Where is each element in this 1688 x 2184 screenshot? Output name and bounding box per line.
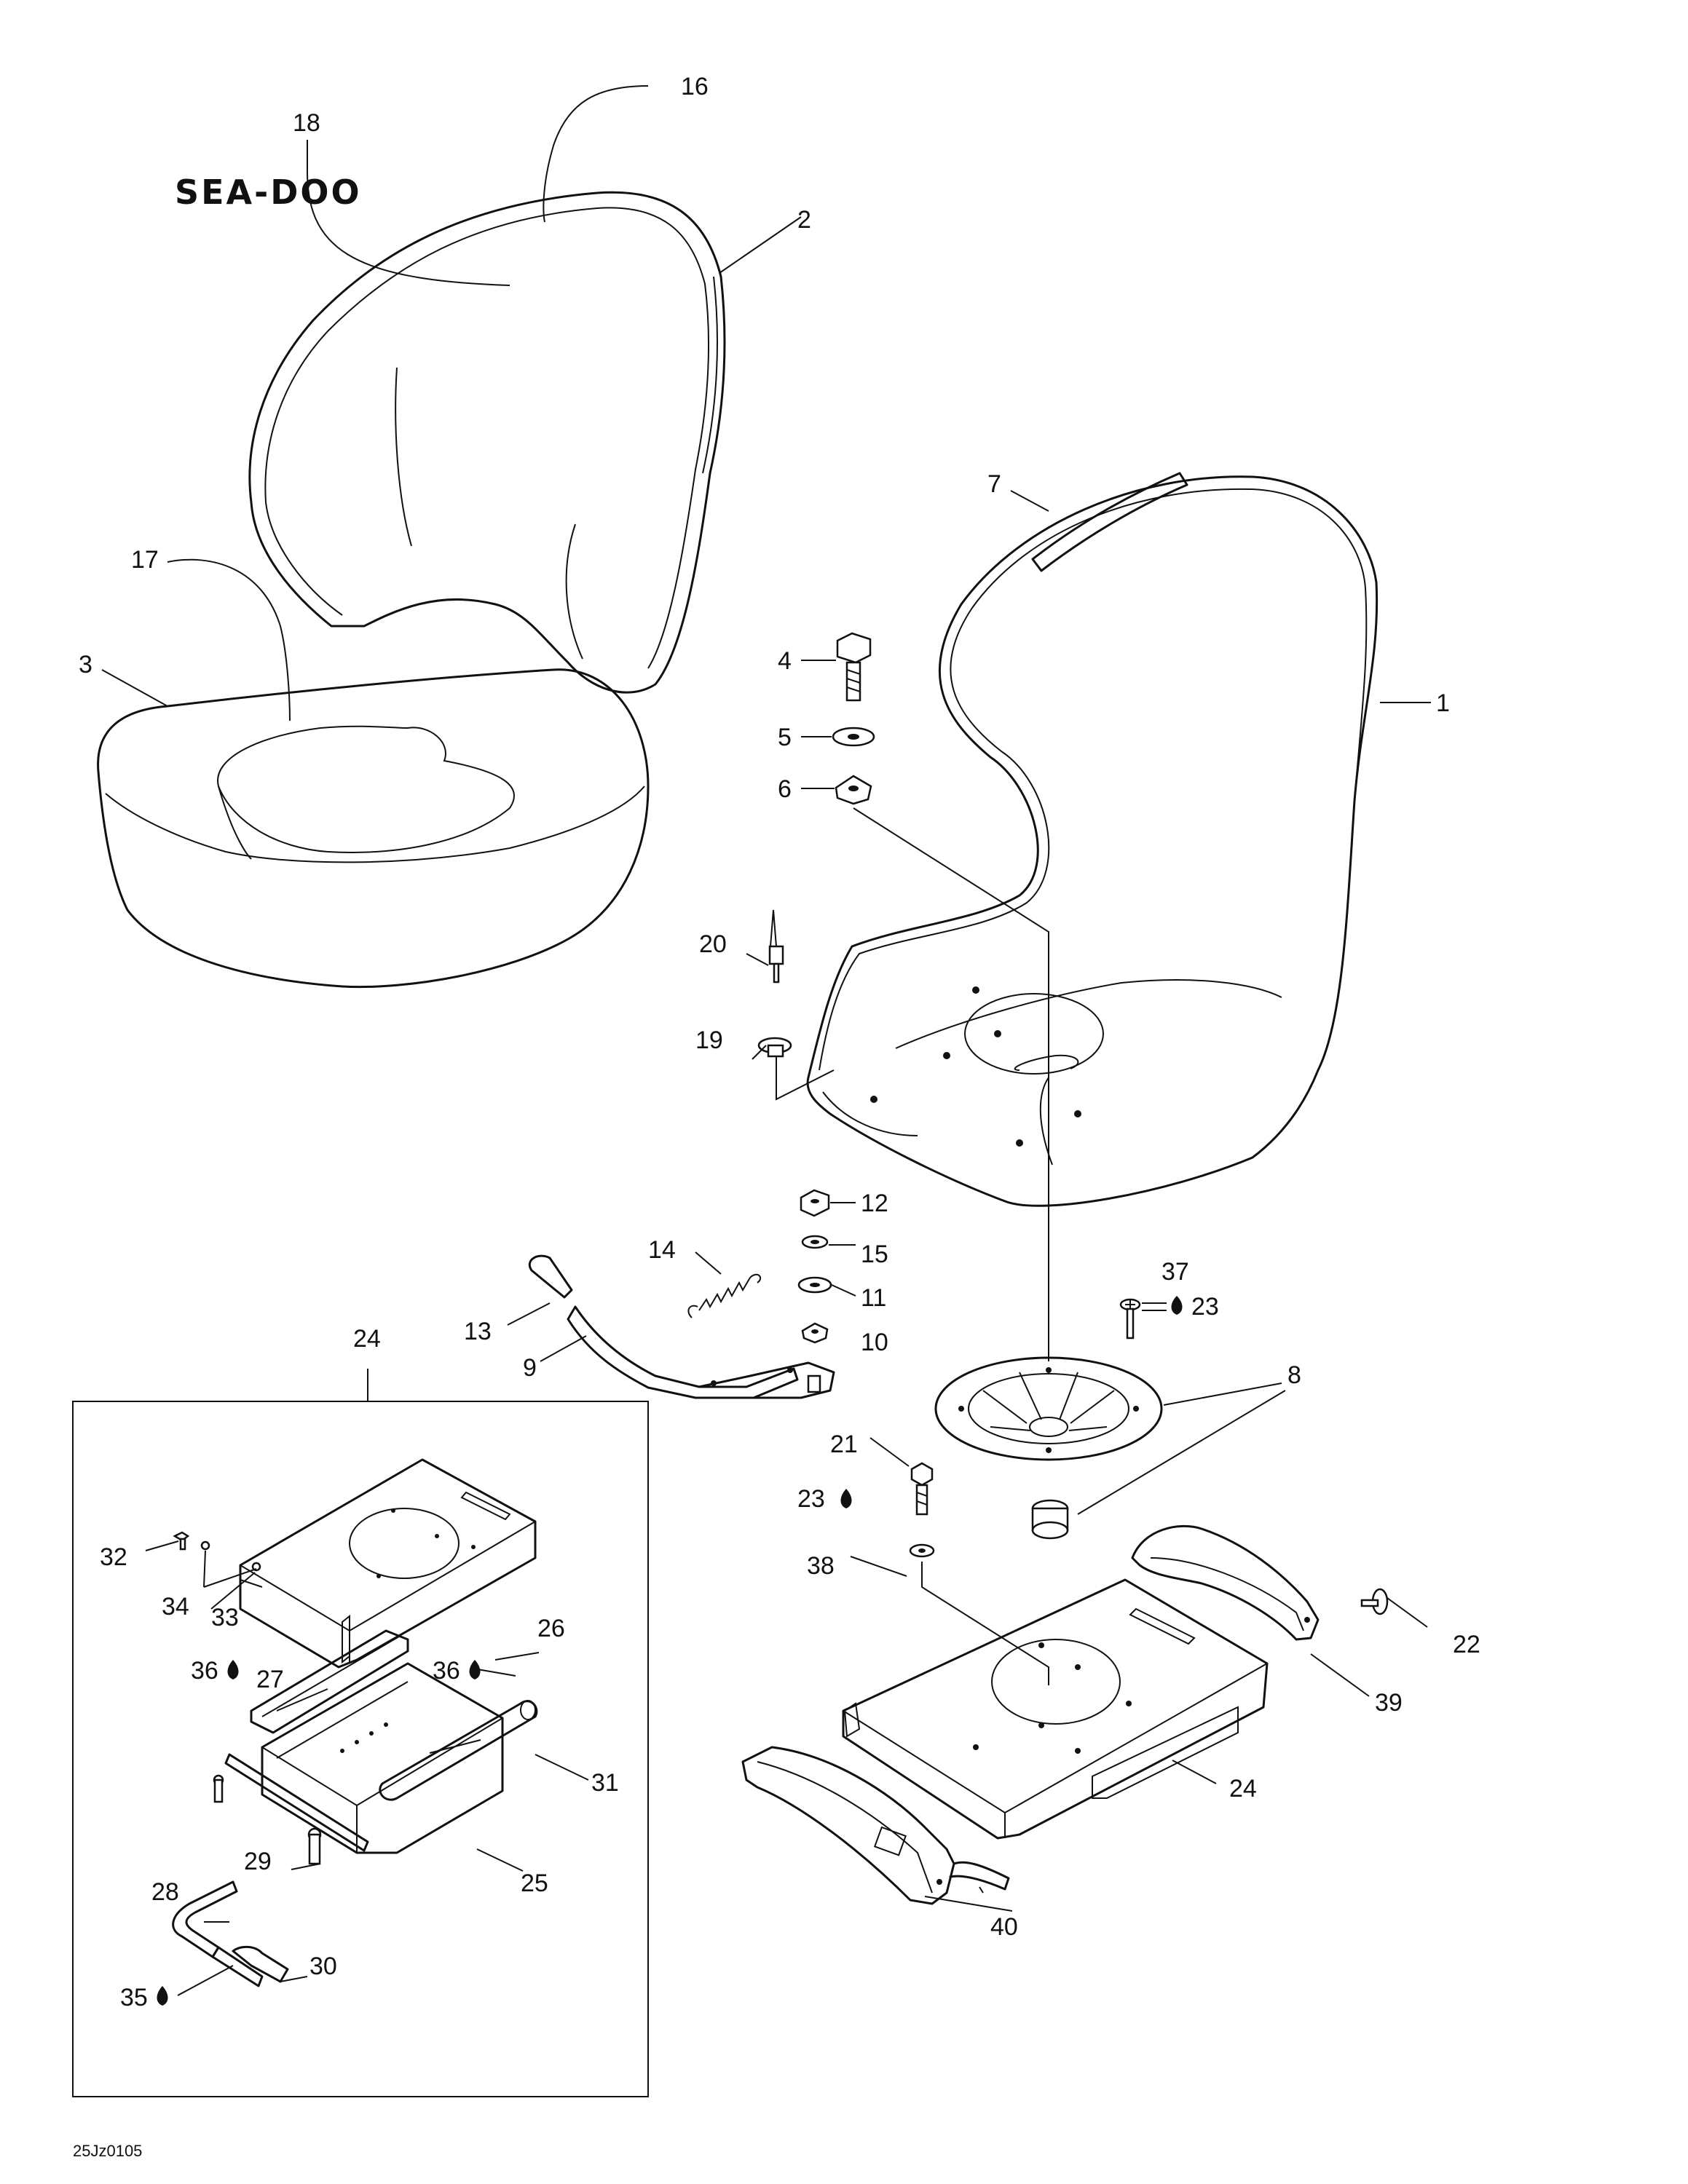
callout-37: 37 (1162, 1258, 1189, 1286)
callout-21: 21 (830, 1431, 858, 1458)
callout-23-lower: 23 (797, 1485, 825, 1513)
callout-20: 20 (699, 930, 727, 958)
callout-30: 30 (309, 1952, 337, 1980)
callout-labels: 1 2 3 4 5 6 7 8 9 10 11 12 13 14 15 16 1… (79, 73, 1480, 2011)
callout-1: 1 (1436, 689, 1450, 717)
callout-9: 9 (523, 1354, 537, 1382)
swivel-lever-part-9 (529, 1254, 835, 1399)
callout-23-upper: 23 (1191, 1293, 1219, 1321)
seat-cushion-part-3 (97, 668, 650, 989)
callout-28: 28 (151, 1878, 179, 1906)
callout-11: 11 (861, 1284, 886, 1312)
swivel-base-part-8 (934, 1356, 1163, 1540)
callout-24-inset: 24 (353, 1325, 381, 1353)
callout-7: 7 (987, 470, 1001, 498)
callout-24-main: 24 (1229, 1775, 1257, 1803)
callout-40: 40 (990, 1913, 1018, 1941)
callout-13: 13 (464, 1318, 492, 1345)
lubricant-drop-icon (840, 1489, 852, 1508)
backrest-cover-part-2 (248, 191, 726, 694)
drawing-code: 25Jz0105 (73, 2142, 142, 2160)
spring-part-14 (687, 1273, 762, 1318)
rivet-and-bushing (757, 909, 835, 1101)
rail-cover-part-40 (741, 1746, 1010, 1905)
callout-26: 26 (537, 1615, 565, 1642)
inset-detail-box (72, 1369, 649, 2097)
callout-10: 10 (861, 1329, 888, 1356)
handle-strip-part-7 (1031, 472, 1188, 572)
logo-text: SEA-DOO (175, 173, 362, 212)
callout-38: 38 (807, 1552, 835, 1580)
lubricant-drop-icon (157, 1986, 168, 2006)
callout-8: 8 (1287, 1361, 1301, 1389)
callout-32: 32 (100, 1543, 127, 1571)
callout-6: 6 (778, 775, 792, 803)
callout-34: 34 (162, 1593, 189, 1621)
slider-assembly-part-24 (842, 1578, 1269, 1840)
nut-washer-stack (797, 1189, 832, 1344)
sea-doo-logo: SEA-DOO (175, 173, 375, 212)
lubricant-drop-icon (1171, 1296, 1183, 1315)
callout-27: 27 (256, 1666, 284, 1693)
callout-12: 12 (861, 1190, 888, 1217)
callout-31: 31 (591, 1769, 619, 1797)
screws-and-washers (909, 1298, 1389, 1685)
callout-29: 29 (244, 1848, 272, 1875)
callout-2: 2 (797, 206, 811, 234)
callout-19: 19 (695, 1026, 723, 1054)
callout-36-left: 36 (191, 1657, 218, 1685)
callout-22: 22 (1453, 1631, 1480, 1658)
callout-17: 17 (131, 546, 159, 574)
callout-15: 15 (861, 1241, 888, 1268)
callout-39: 39 (1375, 1689, 1403, 1717)
callout-3: 3 (79, 651, 92, 678)
callout-25: 25 (521, 1870, 548, 1897)
seat-base-part-1 (806, 475, 1379, 1207)
callout-14: 14 (648, 1236, 676, 1264)
lubricant-drop-icon (469, 1660, 481, 1679)
callout-18: 18 (293, 109, 320, 137)
callout-36-right: 36 (433, 1657, 460, 1685)
callout-33: 33 (211, 1604, 239, 1631)
callout-35: 35 (120, 1984, 148, 2011)
rail-cover-part-39 (1131, 1524, 1320, 1641)
leader-lines (101, 85, 1431, 1996)
callout-16: 16 (681, 73, 709, 100)
hardware-bolt-washer-stack (832, 632, 1049, 1361)
lubricant-drop-icon (227, 1660, 239, 1679)
callout-4: 4 (778, 647, 792, 675)
callout-5: 5 (778, 724, 792, 751)
